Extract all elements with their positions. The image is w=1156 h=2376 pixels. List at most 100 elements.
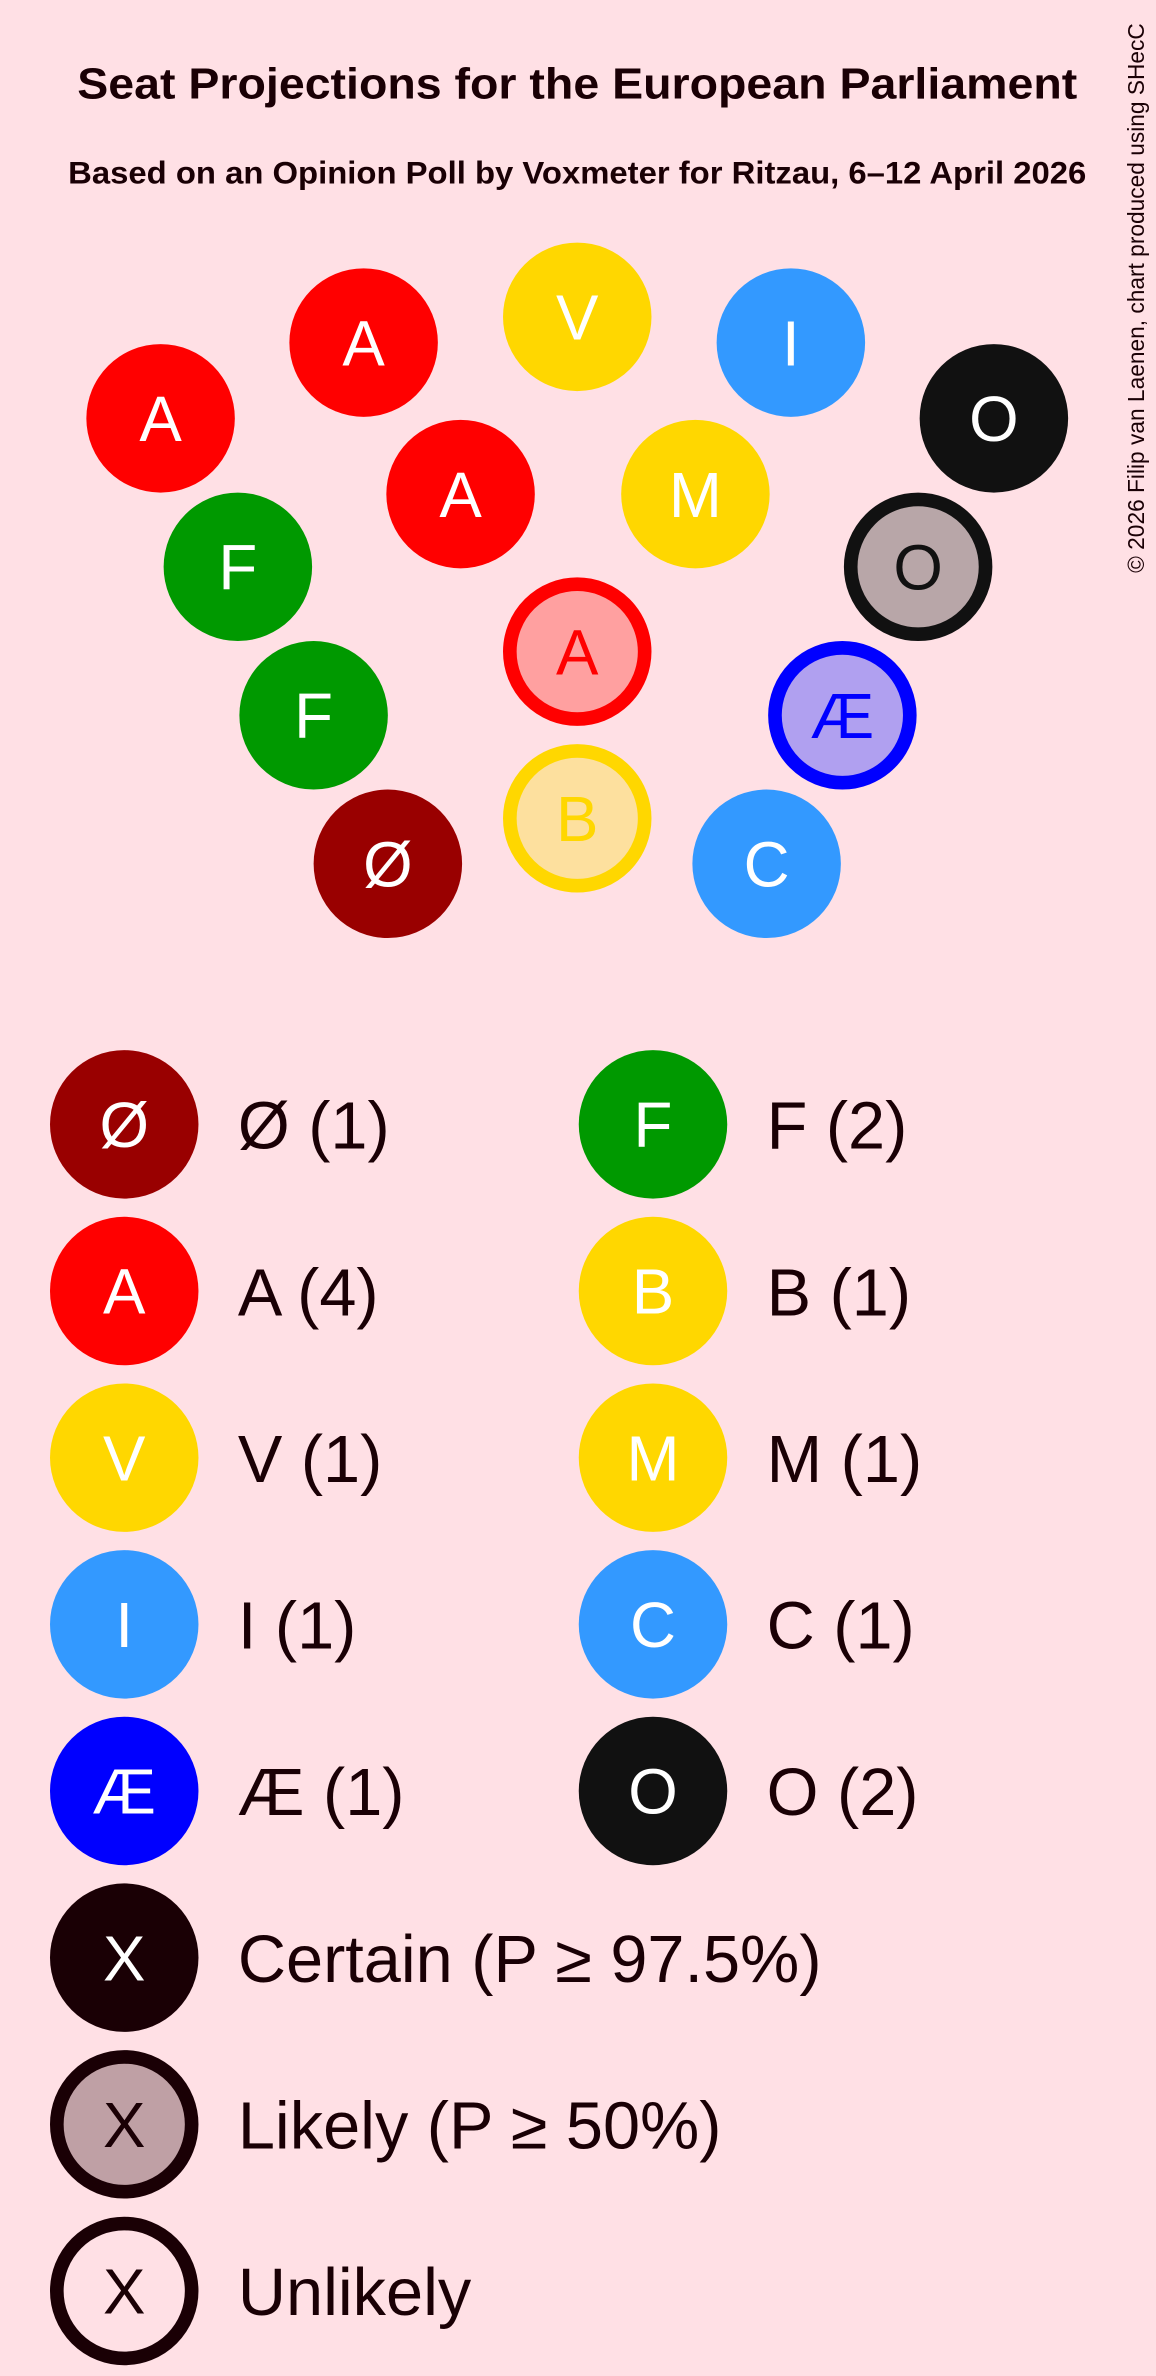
seat-letter: X <box>103 1923 145 1994</box>
seat-Ø: Ø <box>313 789 463 939</box>
seat-F: F <box>239 641 388 790</box>
hemicycle: A A V I O A M F O F A Æ Ø B C <box>86 242 1069 939</box>
legend-label: V (1) <box>238 1423 382 1497</box>
seat-letter: F <box>218 533 257 604</box>
copyright: © 2026 Filip van Laenen, chart produced … <box>1123 23 1149 573</box>
legend-item-C: C C (1) <box>578 1550 915 1699</box>
legend-item-Ø: Ø Ø (1) <box>49 1050 390 1199</box>
legend-item-I: I I (1) <box>49 1550 357 1699</box>
seat-circle <box>716 268 866 417</box>
legend-item-O: O O (2) <box>578 1716 919 1866</box>
seat-A: A <box>386 419 535 569</box>
seat-letter: O <box>893 533 942 604</box>
seat-letter: Ø <box>99 1090 149 1161</box>
status-label: Certain (P ≥ 97.5%) <box>238 1923 822 1997</box>
seat-circle <box>578 1550 728 1699</box>
seat-circle <box>289 268 438 417</box>
legend-label: I (1) <box>238 1590 357 1664</box>
status-swatch: X <box>49 2050 199 2199</box>
seat-O: O <box>919 344 1069 493</box>
legend-label: M (1) <box>767 1423 923 1497</box>
seat-letter: X <box>103 2257 145 2328</box>
legend-label: Ø (1) <box>238 1090 390 1164</box>
seat-letter: I <box>782 308 800 379</box>
seat-circle <box>49 1050 199 1199</box>
seat-circle <box>578 1050 728 1199</box>
legend-item-V: V V (1) <box>49 1383 382 1532</box>
status-swatch: X <box>49 2216 199 2366</box>
legend-swatch: M <box>578 1383 728 1532</box>
seat-letter: M <box>669 460 722 531</box>
seat-Æ: Æ <box>768 641 917 790</box>
seat-circle <box>503 577 652 726</box>
legend-label: O (2) <box>767 1756 919 1830</box>
seat-letter: A <box>139 384 182 455</box>
seat-circle <box>49 1883 199 2032</box>
seat-circle <box>621 419 770 569</box>
legend-swatch: Ø <box>49 1050 199 1199</box>
seat-letter: Æ <box>92 1757 156 1828</box>
seat-circle <box>578 1216 728 1366</box>
legend-swatch: F <box>578 1050 728 1199</box>
seat-letter: V <box>556 283 599 354</box>
seat-circle <box>919 344 1069 493</box>
seat-circle <box>578 1383 728 1532</box>
seat-M: M <box>621 419 770 569</box>
seat-circle <box>386 419 535 569</box>
seat-letter: V <box>103 1423 146 1494</box>
seat-V: V <box>503 242 652 392</box>
seat-C: C <box>692 789 841 939</box>
seat-circle <box>49 2216 199 2366</box>
seat-circle <box>49 1216 199 1366</box>
seat-letter: F <box>634 1090 673 1161</box>
seat-circle <box>163 492 313 642</box>
legend-swatch: I <box>49 1550 199 1699</box>
legend-item-Æ: Æ Æ (1) <box>49 1716 405 1866</box>
seat-circle <box>843 492 993 642</box>
seat-circle <box>49 2050 199 2199</box>
seat-circle <box>49 1716 199 1866</box>
seat-letter: B <box>632 1257 674 1328</box>
seat-circle <box>49 1383 199 1532</box>
legend-swatch: B <box>578 1216 728 1366</box>
seat-circle <box>86 344 235 493</box>
seat-circle <box>239 641 388 790</box>
seat-letter: A <box>556 617 599 688</box>
legend-label: C (1) <box>767 1590 915 1664</box>
seat-letter: A <box>103 1257 146 1328</box>
legend-swatch: O <box>578 1716 728 1866</box>
legend-label: F (2) <box>767 1090 908 1164</box>
legend-swatch: V <box>49 1383 199 1532</box>
legend-label: Æ (1) <box>238 1756 405 1830</box>
seat-O: O <box>843 492 993 642</box>
seat-letter: F <box>294 681 333 752</box>
legend-item-A: A A (4) <box>49 1216 379 1366</box>
legend-swatch: Æ <box>49 1716 199 1866</box>
seat-B: B <box>503 744 652 893</box>
seat-letter: O <box>969 384 1019 455</box>
legend-swatch: C <box>578 1550 728 1699</box>
chart-title: Seat Projections for the European Parlia… <box>77 60 1077 109</box>
seat-A: A <box>503 577 652 726</box>
seat-A: A <box>86 344 235 493</box>
seat-circle <box>692 789 841 939</box>
seat-letter: B <box>556 784 598 855</box>
seat-letter: A <box>439 460 482 531</box>
chart-subtitle: Based on an Opinion Poll by Voxmeter for… <box>68 155 1086 191</box>
seat-letter: A <box>342 308 385 379</box>
legend-label: A (4) <box>238 1256 379 1330</box>
seat-letter: C <box>744 830 790 901</box>
seat-letter: Æ <box>811 681 875 752</box>
seat-letter: X <box>103 2090 145 2161</box>
seat-letter: C <box>630 1590 676 1661</box>
legend-item-F: F F (2) <box>578 1050 908 1199</box>
seat-letter: Ø <box>363 830 412 901</box>
seat-circle <box>768 641 917 790</box>
seat-F: F <box>163 492 313 642</box>
seat-letter: I <box>115 1590 133 1661</box>
